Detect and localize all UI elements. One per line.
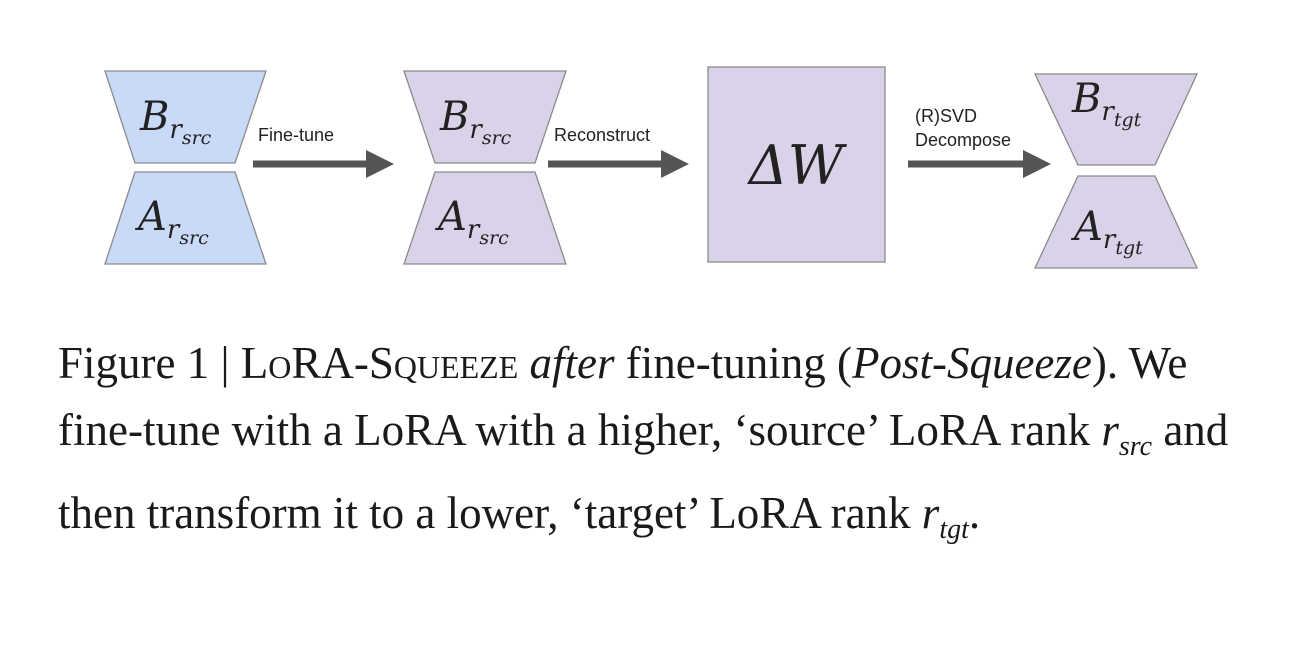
a-label: A: [1070, 204, 1103, 250]
caption-rank-symbol: r: [1101, 405, 1119, 455]
caption-text: and then transform it to a lower, ‘targe…: [58, 405, 1229, 538]
rsvd-label: (R)SVD: [915, 106, 977, 126]
caption-rank-symbol: r: [921, 488, 940, 538]
caption-text: ). We fine-tune with a LoRA with a highe…: [58, 338, 1188, 455]
caption-after: after: [529, 338, 615, 388]
figure-caption: Figure 1 | LoRA-Squeeze after fine-tunin…: [58, 330, 1248, 563]
rank-symbol: r: [467, 215, 481, 245]
lora-squeeze-diagram: Brsrc Arsrc Fine-tune Brsrc Arsrc Recons…: [104, 66, 1199, 269]
caption-text: fine-tuning (: [614, 338, 852, 388]
rank-symbol: r: [167, 215, 181, 245]
b-label: B: [439, 94, 469, 140]
rank-symbol: r: [169, 115, 183, 145]
a-label-target: Artgt: [1070, 204, 1143, 259]
rank-subscript: src: [179, 227, 209, 249]
a-matrix-source: [104, 171, 267, 265]
b-label-target: Brtgt: [1071, 76, 1142, 131]
a-label: A: [434, 194, 467, 240]
rank-subscript: tgt: [1114, 109, 1142, 131]
a-label-finetuned: Arsrc: [434, 194, 509, 249]
rank-symbol: r: [469, 115, 483, 145]
rank-symbol: r: [1103, 225, 1117, 255]
b-label: B: [139, 94, 169, 140]
rank-subscript: src: [479, 227, 509, 249]
b-matrix-finetuned: [403, 70, 567, 164]
fine-tune-label: Fine-tune: [258, 125, 334, 145]
b-label: B: [1071, 76, 1101, 122]
caption-tgt-subscript: tgt: [939, 514, 969, 545]
delta-w-label: ΔW: [747, 134, 848, 197]
caption-method-name: LoRA-Squeeze: [240, 338, 519, 388]
b-matrix-target: [1033, 73, 1199, 166]
decompose-label: Decompose: [915, 130, 1011, 150]
a-matrix-target: [1033, 175, 1199, 269]
delta-w-matrix: [707, 66, 886, 263]
reconstruct-label: Reconstruct: [554, 125, 650, 145]
b-label-finetuned: Brsrc: [439, 94, 512, 149]
caption-src-subscript: src: [1118, 431, 1153, 462]
rank-symbol: r: [1101, 97, 1115, 127]
rank-subscript: src: [182, 127, 212, 149]
b-label-source: Brsrc: [139, 94, 212, 149]
caption-post-squeeze: Post-Squeeze: [851, 338, 1092, 388]
a-label-source: Arsrc: [134, 194, 209, 249]
caption-period: .: [968, 488, 981, 538]
a-label: A: [134, 194, 167, 240]
caption-prefix: Figure 1 |: [58, 338, 241, 388]
b-matrix-source: [104, 70, 267, 164]
rank-subscript: src: [482, 127, 512, 149]
a-matrix-finetuned: [403, 171, 567, 265]
rank-subscript: tgt: [1115, 237, 1143, 259]
